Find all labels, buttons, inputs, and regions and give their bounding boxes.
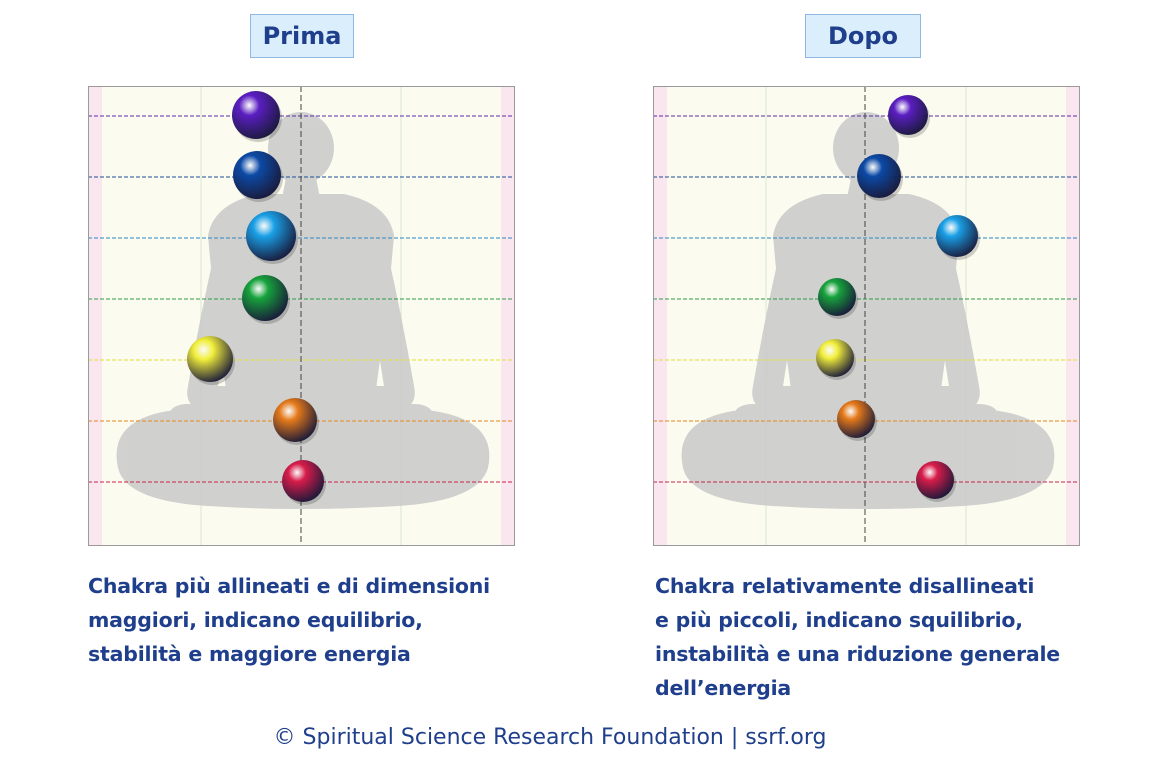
chakra-sphere-icon	[232, 91, 280, 139]
diagram-frame	[88, 86, 515, 546]
side-band	[88, 86, 102, 546]
panel-title-after: Dopo	[805, 14, 921, 58]
copyright-footer: © Spiritual Science Research Foundation …	[273, 725, 827, 750]
chakra-sphere-icon	[816, 339, 854, 377]
caption-line: instabilità e una riduzione generale	[655, 642, 1061, 666]
diagram-frame	[653, 86, 1080, 546]
caption-line: Chakra più allineati e di dimensioni	[88, 574, 490, 598]
chakra-sphere-icon	[857, 154, 901, 198]
chakra-sphere-icon	[282, 460, 324, 502]
side-band	[501, 86, 515, 546]
chakra-sphere-icon	[246, 211, 296, 261]
caption-line: stabilità e maggiore energia	[88, 642, 411, 666]
chakra-sphere-icon	[187, 336, 233, 382]
chakra-sphere-icon	[242, 275, 288, 321]
side-band	[653, 86, 667, 546]
chakra-sphere-icon	[888, 95, 928, 135]
chakra-diagram-after	[653, 86, 1080, 546]
chakra-sphere-icon	[273, 398, 317, 442]
caption-line: maggiori, indicano equilibrio,	[88, 608, 423, 632]
caption-line: e più piccoli, indicano squilibrio,	[655, 608, 1023, 632]
chakra-sphere-icon	[233, 151, 281, 199]
caption-after: Chakra relativamente disallineati e più …	[655, 569, 1060, 705]
panel-title-before: Prima	[250, 14, 354, 58]
caption-line: Chakra relativamente disallineati	[655, 574, 1035, 598]
side-band	[1066, 86, 1080, 546]
chakra-sphere-icon	[837, 400, 875, 438]
caption-before: Chakra più allineati e di dimensioni mag…	[88, 569, 490, 671]
chakra-diagram-before	[88, 86, 515, 546]
chakra-sphere-icon	[916, 461, 954, 499]
chakra-sphere-icon	[818, 278, 856, 316]
caption-line: dell’energia	[655, 676, 792, 700]
chakra-sphere-icon	[936, 215, 978, 257]
